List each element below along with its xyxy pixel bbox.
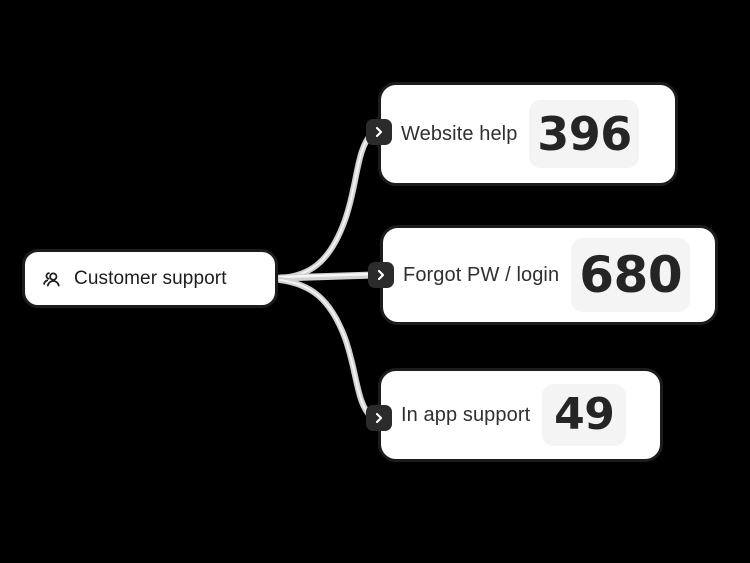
chevron-right-icon bbox=[375, 412, 383, 424]
metric-card-forgot-pw-login[interactable]: Forgot PW / login 680 bbox=[380, 225, 718, 325]
metric-card-label: Forgot PW / login bbox=[403, 263, 560, 286]
people-icon bbox=[43, 271, 60, 286]
metric-card-label: Website help bbox=[401, 122, 518, 145]
metric-value: 680 bbox=[579, 246, 683, 304]
edge-to-forgot-pw-highlight bbox=[278, 272, 376, 279]
edge-to-website-help bbox=[277, 130, 375, 281]
edge-to-in-app-support bbox=[277, 277, 375, 421]
metric-card-in-app-support[interactable]: In app support 49 bbox=[378, 368, 663, 462]
metric-value: 396 bbox=[537, 107, 632, 161]
edge-marker-website-help[interactable] bbox=[366, 119, 392, 145]
chevron-right-icon bbox=[377, 269, 385, 281]
edge-to-forgot-pw bbox=[276, 271, 378, 282]
edge-marker-in-app-support[interactable] bbox=[366, 405, 392, 431]
edge-to-website-help-highlight bbox=[279, 132, 373, 279]
chevron-right-icon bbox=[375, 126, 383, 138]
edge-marker-forgot-pw-login[interactable] bbox=[368, 262, 394, 288]
source-node-label: Customer support bbox=[74, 267, 227, 289]
edge-to-in-app-support-highlight bbox=[279, 279, 373, 419]
metric-value-badge: 49 bbox=[542, 384, 627, 446]
metric-card-label: In app support bbox=[401, 403, 531, 426]
metric-value-badge: 680 bbox=[571, 238, 691, 312]
metric-value-badge: 396 bbox=[529, 100, 640, 168]
metric-card-website-help[interactable]: Website help 396 bbox=[378, 82, 678, 186]
source-node-customer-support[interactable]: Customer support bbox=[22, 249, 278, 308]
metric-value: 49 bbox=[554, 389, 615, 440]
